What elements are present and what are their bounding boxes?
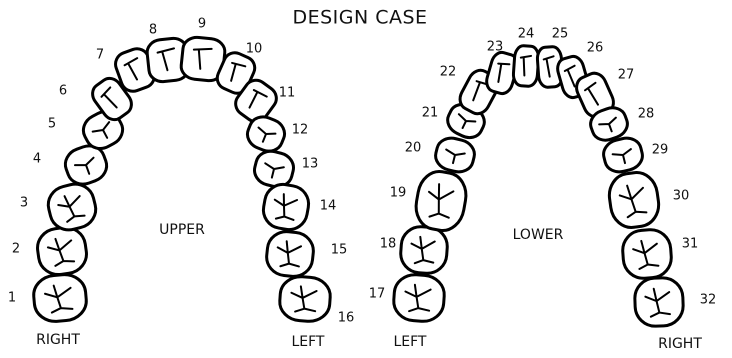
upper-tooth-number-10: 10	[246, 42, 263, 57]
upper-tooth-2	[35, 225, 89, 277]
lower-tooth-number-17: 17	[369, 287, 386, 302]
upper-tooth-number-3: 3	[20, 196, 28, 211]
lower-tooth-number-24: 24	[518, 27, 535, 42]
upper-tooth-15	[265, 230, 315, 279]
lower-arch: 17 18 19 20 21 22 23 24 25 26 27 28 29 30 31 32	[369, 27, 717, 327]
tooth-outline	[279, 275, 332, 322]
upper-tooth-number-11: 11	[279, 86, 296, 101]
upper-tooth-number-9: 9	[198, 17, 206, 32]
lower-tooth-number-29: 29	[652, 143, 669, 158]
lower-tooth-number-18: 18	[380, 237, 397, 252]
upper-tooth-number-14: 14	[320, 199, 337, 214]
lower-tooth-18	[399, 225, 448, 274]
tooth-outline	[513, 45, 540, 87]
lower-tooth-number-23: 23	[487, 40, 504, 55]
lower-tooth-number-32: 32	[700, 293, 717, 308]
upper-tooth-number-4: 4	[33, 152, 41, 167]
tooth-outline	[265, 230, 315, 279]
lower-tooth-number-22: 22	[440, 65, 457, 80]
lower-left-side-label: LEFT	[393, 334, 426, 350]
lower-tooth-19	[412, 168, 469, 233]
lower-tooth-24	[513, 45, 540, 87]
lower-tooth-17	[392, 273, 445, 322]
lower-tooth-number-21: 21	[422, 106, 439, 121]
tooth-outline	[44, 180, 99, 234]
tooth-outline	[412, 168, 469, 233]
upper-tooth-number-16: 16	[338, 311, 355, 326]
tooth-outline	[621, 228, 672, 279]
upper-tooth-number-15: 15	[331, 243, 348, 258]
tooth-outline	[392, 273, 445, 322]
tooth-outline	[399, 225, 448, 274]
lower-arch-label: LOWER	[513, 227, 564, 243]
upper-tooth-1	[32, 273, 88, 323]
lower-tooth-number-25: 25	[552, 27, 569, 42]
upper-tooth-number-8: 8	[149, 23, 157, 38]
lower-tooth-number-20: 20	[405, 141, 422, 156]
upper-tooth-number-1: 1	[8, 291, 16, 306]
lower-right-side-label: RIGHT	[658, 336, 702, 352]
upper-tooth-number-12: 12	[292, 123, 309, 138]
lower-tooth-20	[433, 135, 478, 175]
lower-tooth-31	[621, 228, 672, 279]
upper-tooth-number-2: 2	[12, 242, 20, 257]
tooth-outline	[606, 170, 661, 230]
lower-tooth-30	[606, 170, 661, 230]
lower-tooth-number-27: 27	[618, 68, 635, 83]
upper-tooth-number-13: 13	[302, 157, 319, 172]
upper-right-side-label: RIGHT	[36, 332, 80, 348]
lower-tooth-number-26: 26	[587, 41, 604, 56]
lower-tooth-number-28: 28	[638, 107, 655, 122]
tooth-outline	[634, 277, 684, 327]
lower-tooth-number-30: 30	[673, 189, 690, 204]
upper-left-side-label: LEFT	[291, 334, 324, 350]
upper-tooth-14	[261, 182, 312, 233]
tooth-outline	[35, 225, 89, 277]
lower-tooth-number-31: 31	[682, 237, 699, 252]
tooth-outline	[261, 182, 312, 233]
lower-tooth-number-19: 19	[390, 186, 407, 201]
diagram-title: DESIGN CASE	[292, 7, 427, 29]
upper-tooth-13	[251, 148, 296, 190]
upper-tooth-number-6: 6	[59, 84, 67, 99]
lower-tooth-32	[634, 277, 684, 327]
upper-tooth-3	[44, 180, 99, 234]
tooth-outline	[32, 273, 88, 323]
upper-tooth-number-5: 5	[48, 117, 56, 132]
upper-arch-label: UPPER	[159, 222, 205, 238]
upper-tooth-16	[279, 275, 332, 322]
upper-tooth-number-7: 7	[96, 48, 104, 63]
